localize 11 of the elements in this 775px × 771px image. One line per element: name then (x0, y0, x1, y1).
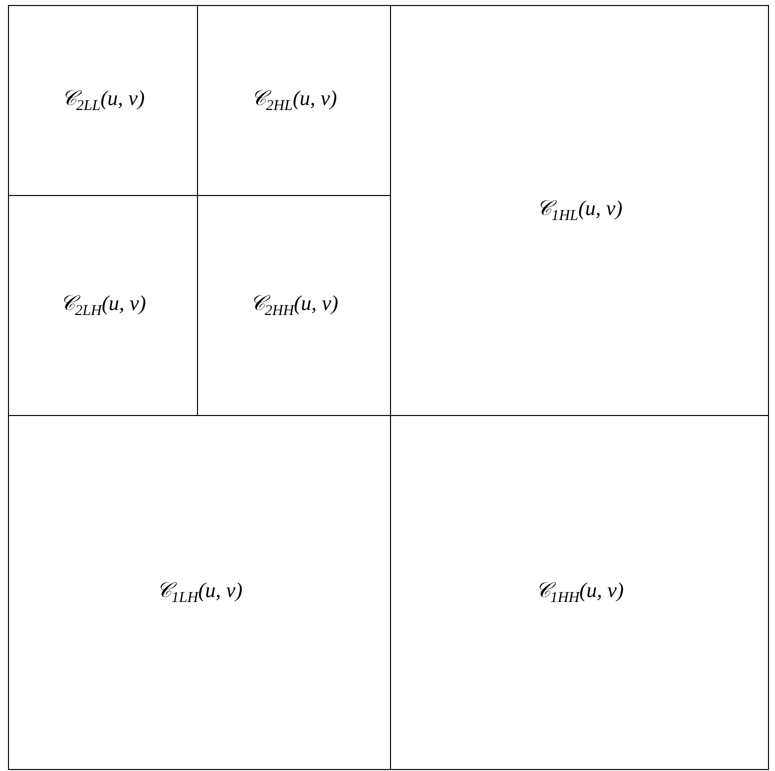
coefficient-label: 𝒞$_{2HH}$(u, v) (250, 290, 338, 320)
coefficient-label: 𝒞$_{2LL}$(u, v) (61, 86, 145, 116)
coefficient-label: 𝒞$_{1LH}$(u, v) (156, 578, 242, 608)
coefficient-label: 𝒞$_{1HL}$(u, v) (536, 196, 622, 226)
subband-panel (8, 5, 198, 196)
coefficient-label: 𝒞$_{1HH}$(u, v) (535, 578, 624, 608)
subband-panel (390, 415, 769, 770)
coefficient-label: 𝒞$_{2LH}$(u, v) (60, 290, 146, 320)
subband-panel (390, 5, 769, 416)
subband-panel (8, 415, 391, 770)
coefficient-label: 𝒞$_{2HL}$(u, v) (251, 86, 337, 116)
